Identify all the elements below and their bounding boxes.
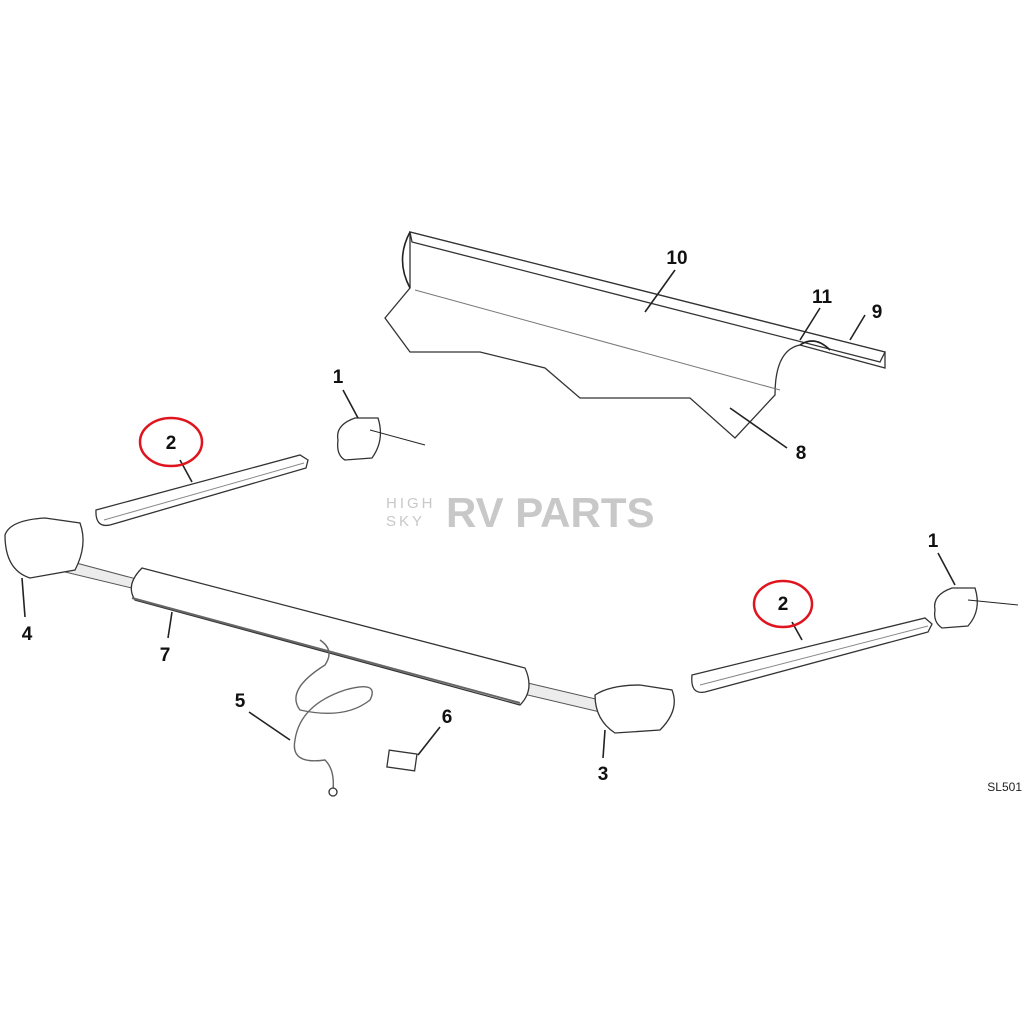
roller-tube-assembly [4,517,675,734]
drawing-code: SL501 [987,780,1022,794]
callout-3: 3 [598,764,609,785]
watermark-brand: RV PARTS [446,489,654,536]
pull-cord [293,639,373,797]
callout-7: 7 [160,645,171,666]
callout-2: 2 [166,433,177,454]
awning-rail-right [691,617,933,694]
callout-2: 2 [778,594,789,615]
callout-5: 5 [235,691,246,712]
watermark-line2: SKY [386,513,425,530]
callout-9: 9 [872,302,883,323]
watermark-line1: HIGH [386,495,436,512]
awning-fabric-assembly [384,231,886,439]
callout-4: 4 [22,624,33,645]
highlight-circle [138,416,204,468]
clip [386,749,418,772]
watermark-logo: HIGH SKY RV PARTS [386,489,654,536]
awning-rail-left [95,454,309,527]
leader-lines [21,269,956,759]
callout-11: 11 [812,287,833,308]
callout-1: 1 [333,367,344,388]
bracket-right [933,587,1019,629]
bracket-left [336,417,426,461]
callout-6: 6 [442,707,453,728]
callout-10: 10 [666,248,687,269]
callout-1: 1 [928,531,939,552]
callout-8: 8 [796,443,807,464]
highlight-circle [752,579,814,629]
